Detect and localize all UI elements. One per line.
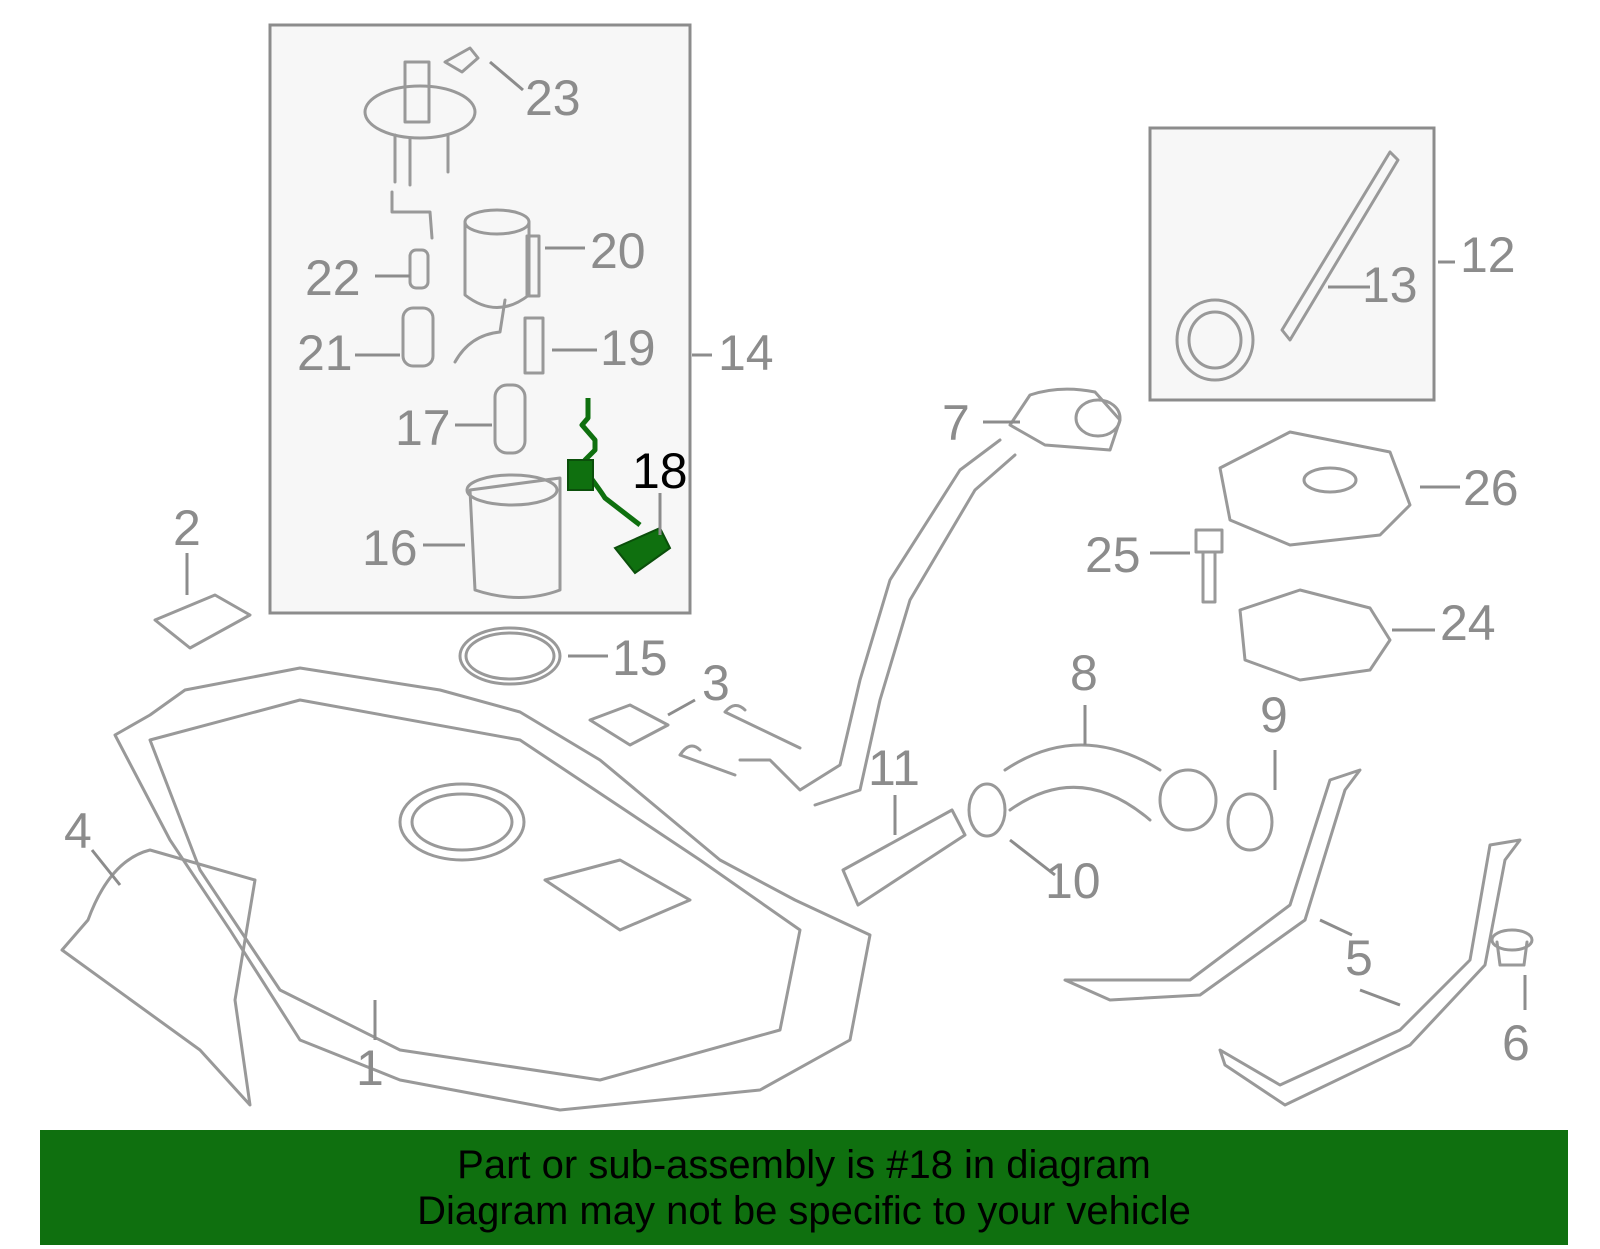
callout-6: 6 [1502, 1015, 1530, 1071]
callout-11: 11 [868, 740, 920, 796]
leader-lines [90, 60, 1527, 1040]
part-26-cover[interactable] [1218, 430, 1412, 547]
callout-8: 8 [1070, 645, 1098, 701]
part-19-sensor[interactable] [523, 316, 545, 375]
part-7-filler-neck[interactable] [678, 387, 1122, 807]
part-12-cap[interactable] [1175, 298, 1255, 382]
callout-14: 14 [718, 325, 774, 381]
banner-line-1: Part or sub-assembly is #18 in diagram [457, 1142, 1151, 1187]
part-5-straps[interactable] [1063, 768, 1522, 1107]
assembly-box-12 [1148, 126, 1436, 402]
pump-flange [363, 60, 477, 187]
part-22-hose[interactable] [390, 190, 434, 290]
callout-12: 12 [1460, 227, 1516, 283]
part-3-pad[interactable] [588, 703, 670, 747]
callout-9: 9 [1260, 687, 1288, 743]
pump-wire [453, 298, 507, 364]
part-13-strap[interactable] [1280, 150, 1400, 342]
callout-25: 25 [1085, 527, 1141, 583]
part-2-pad[interactable] [153, 593, 252, 650]
part-23-bracket[interactable] [443, 46, 480, 74]
callout-13: 13 [1362, 257, 1418, 313]
callout-24: 24 [1440, 595, 1496, 651]
part-9-clamp[interactable] [1226, 792, 1274, 852]
part-8-hose[interactable] [1003, 743, 1218, 832]
callout-17: 17 [395, 400, 451, 456]
callout-2: 2 [173, 500, 201, 556]
callout-7: 7 [942, 395, 970, 451]
part-25-bolt[interactable] [1194, 528, 1224, 604]
info-banner: Part or sub-assembly is #18 in diagram D… [40, 1130, 1568, 1245]
callout-23: 23 [525, 70, 581, 126]
callout-19: 19 [600, 320, 656, 376]
part-1-fuel-tank[interactable] [113, 666, 872, 1112]
part-16-reservoir[interactable] [465, 473, 562, 599]
callout-4: 4 [64, 803, 92, 859]
part-6-grommet[interactable] [1490, 928, 1534, 967]
callout-16: 16 [362, 520, 418, 576]
callout-1: 1 [356, 1040, 384, 1096]
part-24-gasket[interactable] [1238, 588, 1392, 682]
part-10-clamp[interactable] [967, 782, 1007, 838]
callout-26: 26 [1463, 460, 1519, 516]
callout-15: 15 [612, 630, 668, 686]
part-11-shield[interactable] [841, 808, 967, 907]
assembly-box-14 [268, 23, 692, 615]
part-15-gasket[interactable] [458, 626, 562, 686]
callout-21: 21 [297, 325, 353, 381]
callout-20: 20 [590, 223, 646, 279]
callout-18: 18 [632, 443, 688, 499]
callout-10: 10 [1045, 853, 1101, 909]
part-4-shield[interactable] [60, 848, 257, 1107]
part-17-pump[interactable] [493, 383, 527, 455]
callout-22: 22 [305, 250, 361, 306]
part-21-cylinder[interactable] [401, 306, 435, 368]
part-20-filter[interactable] [463, 208, 541, 309]
part-18-fuel-level-sender[interactable] [567, 398, 672, 575]
callout-3: 3 [702, 655, 730, 711]
callout-5: 5 [1345, 930, 1373, 986]
banner-line-2: Diagram may not be specific to your vehi… [417, 1188, 1191, 1233]
